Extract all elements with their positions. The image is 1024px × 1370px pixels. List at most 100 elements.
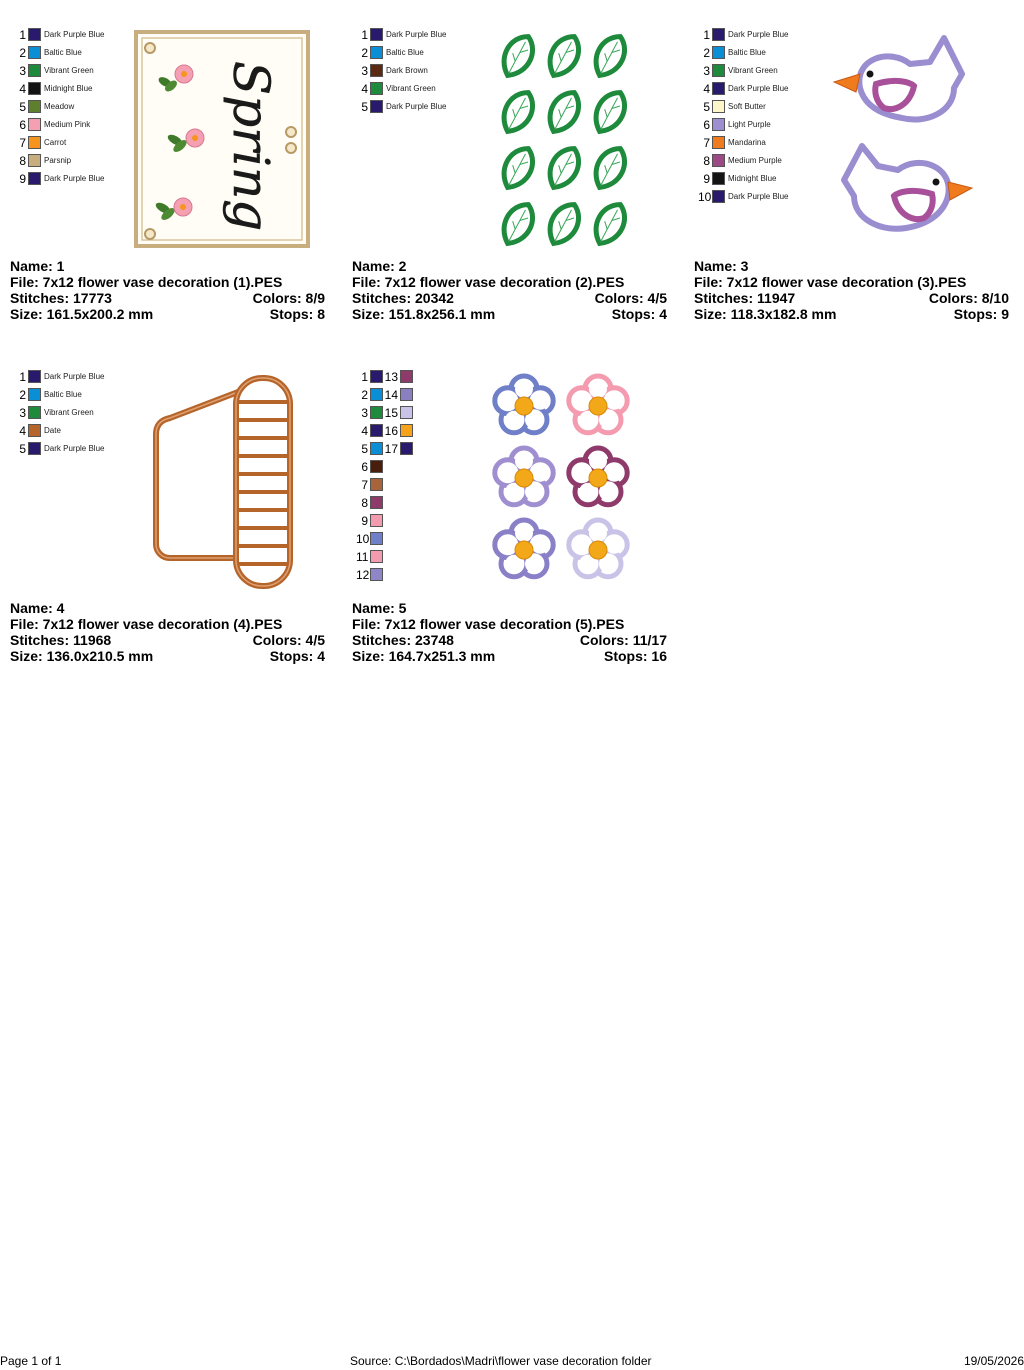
leaf-icon [547, 90, 581, 135]
thread-number: 4 [703, 82, 710, 96]
thread-number: 13 [384, 370, 398, 384]
thread-name: Vibrant Green [44, 66, 94, 75]
daisy-icon [566, 445, 630, 508]
design-info: Name: 4 File: 7x12 flower vase decoratio… [10, 600, 325, 664]
thread-number: 8 [703, 154, 710, 168]
daisy-icon [492, 517, 556, 580]
leaf-icon [593, 34, 627, 79]
thread-swatch [370, 496, 383, 509]
bird-icon [841, 143, 974, 232]
thread-swatch [28, 118, 41, 131]
thread-swatch [28, 100, 41, 113]
leaf-icon [547, 146, 581, 191]
design-colors: Colors: 8/9 [252, 290, 325, 306]
bird-icon [832, 35, 965, 123]
basket-icon [153, 375, 293, 589]
design-colors: Colors: 11/17 [579, 632, 667, 648]
thread-name: Dark Brown [386, 66, 428, 75]
thread-number: 8 [19, 154, 26, 168]
thread-swatch [370, 568, 383, 581]
thread-swatch [28, 172, 41, 185]
design-stops: Stops: 8 [269, 306, 325, 322]
thread-number: 9 [361, 514, 368, 528]
design-info: Name: 1 File: 7x12 flower vase decoratio… [10, 258, 325, 322]
thread-name: Dark Purple Blue [728, 30, 789, 39]
design-file: File: 7x12 flower vase decoration (3).PE… [694, 274, 967, 290]
design-size: Size: 151.8x256.1 mm [352, 306, 496, 322]
thread-name: Dark Purple Blue [728, 84, 789, 93]
thread-swatch [370, 532, 383, 545]
thread-swatch [712, 46, 725, 59]
thread-name: Vibrant Green [44, 408, 94, 417]
flower-icon [167, 128, 205, 152]
thread-swatch [712, 82, 725, 95]
thread-swatch [28, 46, 41, 59]
leaf-icon [593, 146, 627, 191]
thread-swatch [712, 100, 725, 113]
design-file: File: 7x12 flower vase decoration (5).PE… [352, 616, 625, 632]
thread-name: Parsnip [44, 156, 72, 165]
thread-name: Vibrant Green [386, 84, 436, 93]
thread-name: Midnight Blue [728, 174, 777, 183]
thread-swatch [712, 172, 725, 185]
thread-number: 3 [703, 64, 710, 78]
thread-swatch [370, 64, 383, 77]
thread-number: 2 [703, 46, 710, 60]
thread-number: 2 [361, 46, 368, 60]
design-preview-4 [153, 375, 293, 589]
thread-number: 1 [361, 28, 368, 42]
thread-swatch [370, 82, 383, 95]
thread-swatch [400, 442, 413, 455]
design-colors: Colors: 4/5 [594, 290, 667, 306]
thread-swatch [28, 28, 41, 41]
thread-number: 3 [19, 64, 26, 78]
thread-number: 7 [19, 136, 26, 150]
thread-name: Baltic Blue [728, 48, 766, 57]
thread-swatch [400, 424, 413, 437]
thread-number: 1 [703, 28, 710, 42]
thread-swatch [712, 190, 725, 203]
thread-name: Meadow [44, 102, 75, 111]
thread-swatch [400, 388, 413, 401]
design-name: Name: 4 [10, 600, 65, 616]
design-stitches: Stitches: 11947 [694, 290, 796, 306]
design-stitches: Stitches: 17773 [10, 290, 112, 306]
thread-name: Dark Purple Blue [44, 372, 105, 381]
thread-swatch [712, 64, 725, 77]
thread-number: 4 [361, 82, 368, 96]
thread-swatch [400, 406, 413, 419]
design-info: Name: 2 File: 7x12 flower vase decoratio… [352, 258, 667, 322]
leaf-icon [593, 202, 627, 247]
thread-number: 9 [19, 172, 26, 186]
design-file: File: 7x12 flower vase decoration (4).PE… [10, 616, 283, 632]
daisy-icon [566, 373, 630, 436]
thread-swatch [28, 406, 41, 419]
design-stops: Stops: 4 [269, 648, 325, 664]
thread-swatch [400, 370, 413, 383]
thread-number: 4 [19, 82, 26, 96]
thread-number: 15 [384, 406, 398, 420]
design-preview-5 [492, 373, 630, 580]
design-file: File: 7x12 flower vase decoration (2).PE… [352, 274, 625, 290]
design-stops: Stops: 4 [611, 306, 667, 322]
design-file: File: 7x12 flower vase decoration (1).PE… [10, 274, 283, 290]
thread-number: 4 [361, 424, 368, 438]
thread-number: 2 [19, 46, 26, 60]
design-stitches: Stitches: 23748 [352, 632, 454, 648]
thread-swatch [712, 118, 725, 131]
thread-name: Mandarina [728, 138, 766, 147]
thread-swatch [370, 388, 383, 401]
thread-number: 17 [384, 442, 398, 456]
page-number: Page 1 of 1 [0, 1354, 62, 1368]
thread-number: 3 [19, 406, 26, 420]
thread-swatch [712, 28, 725, 41]
thread-swatch [370, 550, 383, 563]
thread-number: 5 [703, 100, 710, 114]
leaf-icon [501, 90, 535, 135]
thread-swatch [370, 478, 383, 491]
thread-swatch [370, 460, 383, 473]
design-size: Size: 164.7x251.3 mm [352, 648, 496, 664]
source-path: Source: C:\Bordados\Madri\flower vase de… [350, 1354, 652, 1368]
